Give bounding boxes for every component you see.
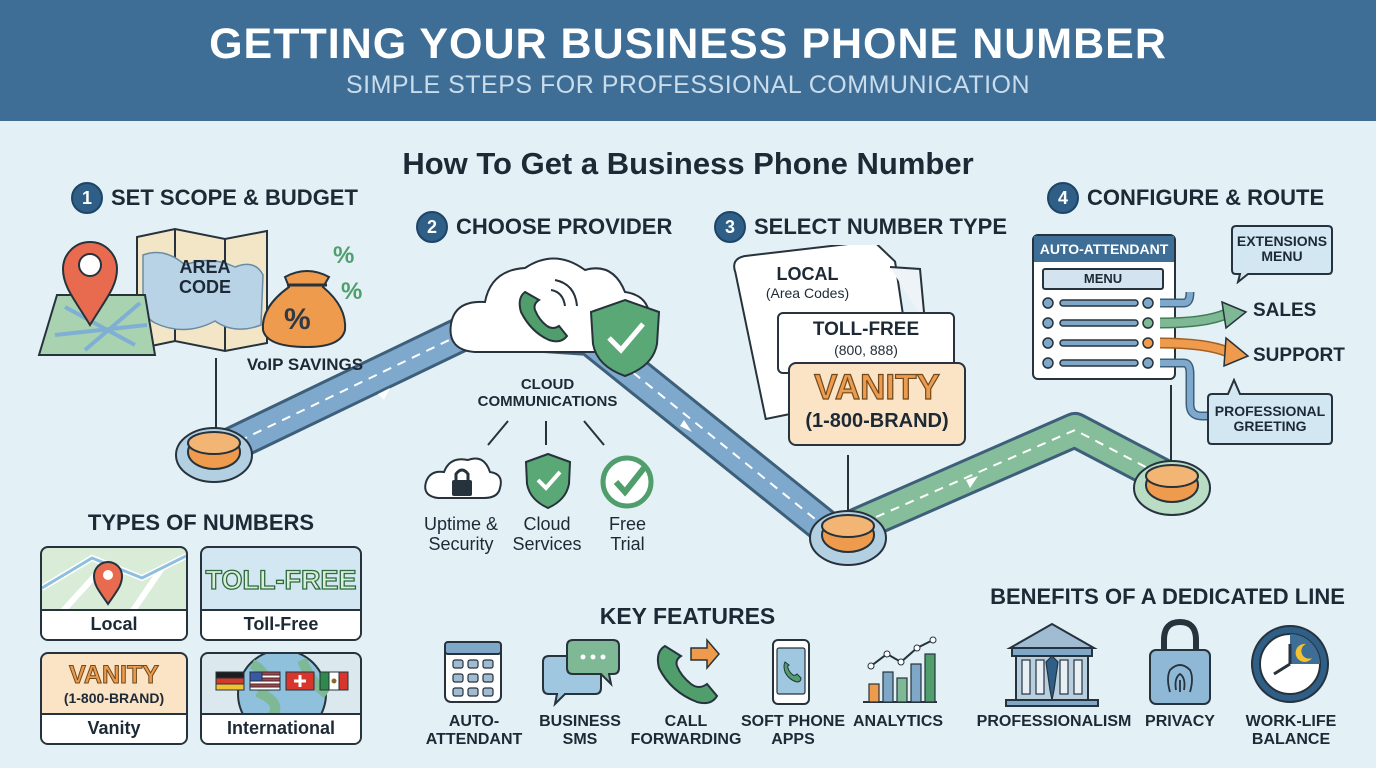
folded-map-icon [136,227,268,353]
step-4-badge: 4 [1047,182,1079,214]
step-3-title: SELECT NUMBER TYPE [754,214,1008,239]
step-2-item-cloud-services: Cloud Services [512,514,582,554]
route-support: SUPPORT [1253,345,1345,366]
percent-icon: % [341,278,362,305]
voip-savings-label: VoIP SAVINGS [246,355,364,374]
step-3-badge: 3 [714,211,746,243]
type-card-tollfree-label: Toll-Free [202,609,360,639]
step-2-icons [424,452,654,510]
smartphone-icon [772,639,810,705]
greeting-bubble [1207,378,1333,445]
key-features-icons [444,636,937,708]
vanity-banner: VANITY [69,661,160,689]
tollfree-card-subtitle: (800, 888) [834,342,898,358]
section-title: How To Get a Business Phone Number [402,146,974,181]
step-2-item-free-trial: Free Trial [608,514,646,554]
benefit-privacy: PRIVACY [1145,713,1215,730]
vanity-card-subtitle: (1-800-BRAND) [805,410,949,432]
feature-analytics: ANALYTICS [852,713,944,730]
route-sales: SALES [1253,300,1317,321]
keypad-icon [444,641,502,703]
route-greeting: PROFESSIONAL GREETING [1214,403,1326,435]
benefit-work-life-balance: WORK-LIFE BALANCE [1245,713,1337,749]
bar-chart-icon [863,636,937,703]
cloud-communications-label: CLOUD COMMUNICATIONS [477,376,618,410]
feature-business-sms: BUSINESS SMS [539,713,621,749]
feature-auto-attendant: AUTO- ATTENDANT [425,713,523,749]
type-card-international[interactable]: International [200,652,362,745]
cloud-connectors [487,420,605,446]
type-card-local[interactable]: Local [40,546,188,641]
benefit-professionalism: PROFESSIONALISM [976,713,1132,730]
benefits-icons [1005,618,1329,707]
step-4-heading: 4 CONFIGURE & ROUTE [1047,182,1324,214]
step-1-illustration: % % % [37,227,362,356]
cloud-lock-icon [424,457,502,499]
route-extensions: EXTENSIONS MENU [1236,233,1328,265]
chat-bubbles-icon [542,639,620,708]
auto-attendant-title: AUTO-ATTENDANT [1034,236,1174,262]
type-card-local-label: Local [42,609,186,639]
bag-percent: % [284,303,311,336]
feature-soft-phone-apps: SOFT PHONE APPS [740,713,845,749]
fingerprint-lock-icon [1149,618,1211,705]
type-card-vanity[interactable]: VANITY (1-800-BRAND) Vanity [40,652,188,745]
step-2-badge: 2 [416,211,448,243]
type-card-vanity-label: Vanity [42,713,186,743]
area-code-label: AREA CODE [178,257,231,297]
milestone-1 [175,427,253,483]
check-circle-icon [600,455,654,509]
page-subtitle: SIMPLE STEPS FOR PROFESSIONAL COMMUNICAT… [345,71,1031,99]
step-3-heading: 3 SELECT NUMBER TYPE [714,211,1007,243]
tollfree-banner: TOLL-FREE [205,565,357,596]
map-pin-icon [61,241,119,327]
step-1-badge: 1 [71,182,103,214]
step-2-heading: 2 CHOOSE PROVIDER [416,211,672,243]
types-of-numbers-title: TYPES OF NUMBERS [87,510,315,535]
step-2-title: CHOOSE PROVIDER [456,214,673,239]
milestone-3 [809,510,887,566]
money-bag-icon: % % % [261,242,362,349]
routing-diagram [1042,292,1250,421]
map-pin-icon [42,553,186,612]
menu-label: MENU [1042,268,1164,290]
extensions-bubble [1231,225,1333,284]
vanity-card [788,362,966,446]
header-banner [0,0,1376,121]
type-card-international-label: International [202,713,360,743]
feature-call-forwarding: CALL FORWARDING [630,713,742,749]
step-1-heading: 1 SET SCOPE & BUDGET [71,182,358,214]
milestone-4 [1133,460,1211,516]
benefits-title: BENEFITS OF A DEDICATED LINE [990,584,1345,609]
tollfree-card-title: TOLL-FREE [812,319,920,340]
vanity-banner-sub: (1-800-BRAND) [63,690,165,706]
step-2-illustration [449,257,661,378]
step-2-item-uptime: Uptime & Security [423,514,499,554]
local-card-subtitle: (Area Codes) [765,285,850,301]
globe-flags-icon [215,654,349,716]
step-4-title: CONFIGURE & ROUTE [1087,185,1325,210]
key-features-title: KEY FEATURES [599,603,776,629]
local-card-title: LOCAL [776,264,839,284]
page-title: GETTING YOUR BUSINESS PHONE NUMBER [209,20,1167,68]
step-1-title: SET SCOPE & BUDGET [111,185,358,210]
percent-icon: % [333,242,354,269]
location-map-icon [37,294,157,356]
security-shield-icon [589,298,661,378]
phone-forward-icon [656,637,720,705]
vanity-card-title: VANITY [814,368,941,407]
shield-check-icon [524,452,572,510]
clock-moon-icon [1251,625,1329,703]
bank-building-icon [1005,622,1099,707]
type-card-tollfree[interactable]: TOLL-FREE Toll-Free [200,546,362,641]
